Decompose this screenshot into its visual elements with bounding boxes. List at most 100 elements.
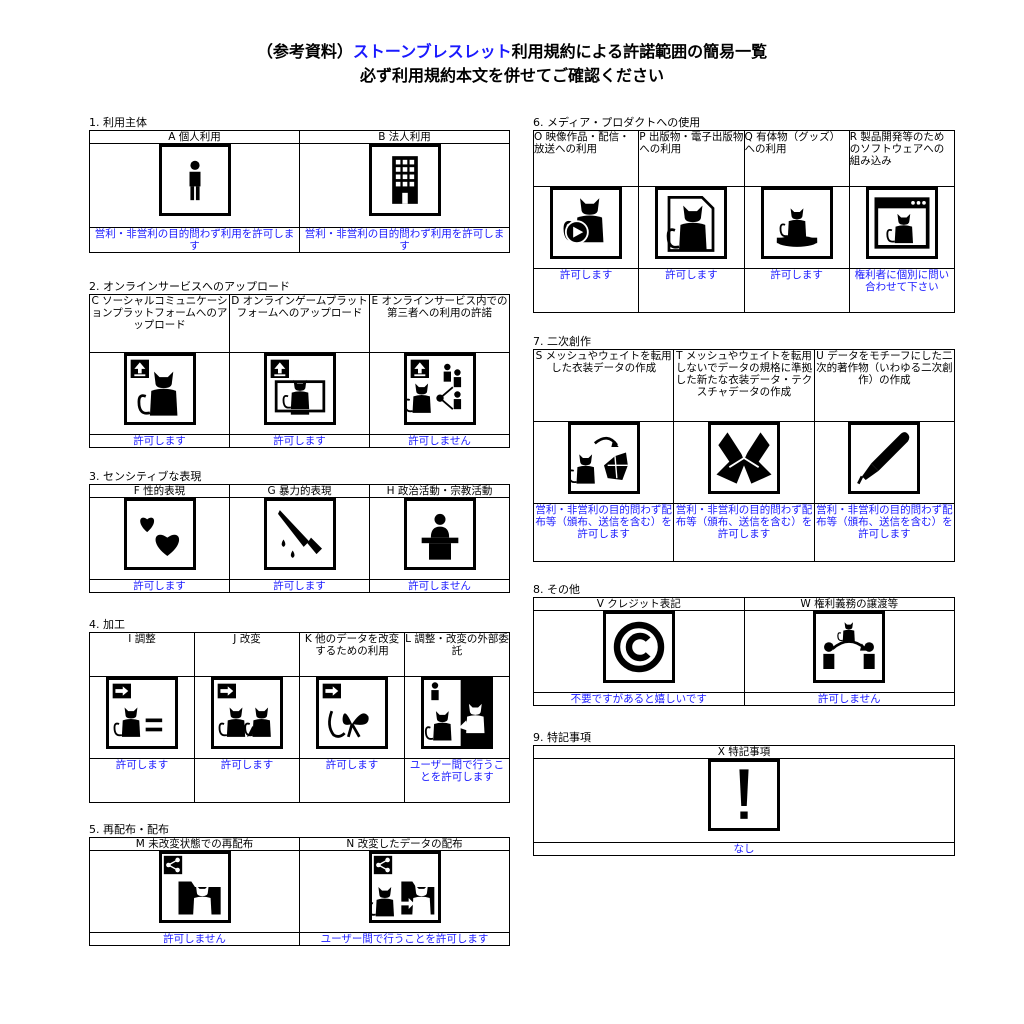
item-label: D オンラインゲームプラットフォームへのアップロード <box>229 294 370 353</box>
outfit-new-icon <box>707 422 780 494</box>
section-title: 3. センシティブな表現 <box>89 470 202 483</box>
publication-icon <box>655 187 728 259</box>
item-result: 許可します <box>743 268 850 313</box>
distribute-modified-icon <box>368 851 441 923</box>
item-label: L 調整・改変の外部委託 <box>404 632 510 677</box>
person-icon <box>158 144 231 216</box>
item-label: P 出版物・電子出版物への利用 <box>638 130 745 187</box>
permission-table: M 未改変状態での再配布 N 改変したデータの配布 許可しません ユーザー間で行… <box>89 837 510 946</box>
permission-table: V クレジット表記 W 権利義務の譲渡等 不要ですがあると嬉しいです 許可しませ… <box>533 597 955 706</box>
item-result: 営利・非営利の目的問わず配布等（頒布、送信を含む）を許可します <box>532 503 675 562</box>
item-result: 許可します <box>532 268 640 313</box>
item-label: B 法人利用 <box>299 130 510 144</box>
upload-avatar-icon <box>123 353 196 425</box>
knife-icon <box>263 498 336 570</box>
item-result: 許可します <box>89 579 230 593</box>
section-title: 6. メディア・プロダクトへの使用 <box>533 116 701 129</box>
software-icon <box>865 187 938 259</box>
item-label: U データをモチーフにした二次的著作物（いわゆる二次創作）の作成 <box>813 349 956 422</box>
outfit-convert-icon <box>567 422 640 494</box>
item-result: 許可します <box>229 434 370 448</box>
item-result: 許可しません <box>369 579 510 593</box>
pen-icon <box>848 422 921 494</box>
permission-table: O 映像作品・配信・放送への利用 P 出版物・電子出版物への利用 Q 有体物（グ… <box>532 130 956 313</box>
share-users-icon <box>403 353 476 425</box>
permission-table: I 調整 J 改変 K 他のデータを改変するための利用 L 調整・改変の外部委託… <box>89 632 510 803</box>
item-label: Q 有体物（グッズ）への利用 <box>743 130 850 187</box>
title-product-name: ストーンブレスレット <box>352 42 512 61</box>
upload-game-icon <box>263 353 336 425</box>
outsource-icon <box>421 677 493 749</box>
section-title: 2. オンラインサービスへのアップロード <box>89 280 290 293</box>
item-label: T メッシュやウェイトを転用しないでデータの規格に準拠した新たな衣装データ・テク… <box>673 349 815 422</box>
document-subtitle: 必ず利用規約本文を併せてご確認ください <box>359 66 664 85</box>
section-online-upload: 2. オンラインサービスへのアップロード C ソーシャルコミュニケーションプラッ… <box>89 280 510 448</box>
item-label: V クレジット表記 <box>533 597 745 611</box>
building-icon <box>368 144 441 216</box>
section-media-products: 6. メディア・プロダクトへの使用 O 映像作品・配信・放送への利用 P 出版物… <box>532 116 956 313</box>
adjust-icon <box>106 677 178 749</box>
item-result: 許可しません <box>743 692 955 706</box>
item-result: 許可します <box>194 758 300 803</box>
item-result: 許可します <box>89 758 195 803</box>
item-label: I 調整 <box>89 632 195 677</box>
item-result: ユーザー間で行うことを許可します <box>404 758 510 803</box>
section-sensitive-expression: 3. センシティブな表現 F 性的表現 G 暴力的表現 H 政治活動・宗教活動 … <box>89 470 510 593</box>
exclamation-icon <box>708 759 780 831</box>
item-result: 許可します <box>299 758 405 803</box>
redistribute-icon <box>158 851 231 923</box>
item-result: なし <box>533 842 955 856</box>
bow-icon <box>316 677 388 749</box>
modify-icon <box>211 677 283 749</box>
section-title: 9. 特記事項 <box>533 731 591 744</box>
section-title: 4. 加工 <box>89 618 125 631</box>
item-label: A 個人利用 <box>89 130 300 144</box>
permission-table: F 性的表現 G 暴力的表現 H 政治活動・宗教活動 許可します 許可します 許… <box>89 484 510 593</box>
item-result: 営利・非営利の目的問わず配布等（頒布、送信を含む）を許可します <box>673 503 815 562</box>
section-usage-subject: 1. 利用主体 A 個人利用 B 法人利用 営利・非営利の目的問わず利用を許可し… <box>89 116 510 253</box>
section-redistribution: 5. 再配布・配布 M 未改変状態での再配布 N 改変したデータの配布 許可しま… <box>89 823 510 946</box>
permission-table: A 個人利用 B 法人利用 営利・非営利の目的問わず利用を許可します 営利・非営… <box>89 130 510 253</box>
item-result: 許可します <box>229 579 370 593</box>
section-title: 1. 利用主体 <box>89 116 147 129</box>
figure-icon <box>760 187 833 259</box>
title-suffix: 利用規約による許諾範囲の簡易一覧 <box>511 42 768 61</box>
video-icon <box>550 187 623 259</box>
item-label: N 改変したデータの配布 <box>299 837 510 851</box>
hearts-icon <box>123 498 196 570</box>
section-special-notes: 9. 特記事項 X 特記事項 なし <box>533 731 955 856</box>
item-result: 営利・非営利の目的問わず配布等（頒布、送信を含む）を許可します <box>813 503 956 562</box>
section-title: 7. 二次創作 <box>533 335 591 348</box>
item-label: X 特記事項 <box>533 745 955 759</box>
item-result: 営利・非営利の目的問わず利用を許可します <box>299 227 510 253</box>
document-header: （参考資料）ストーンブレスレット利用規約による許諾範囲の簡易一覧 必ず利用規約本… <box>0 40 1024 88</box>
item-label: H 政治活動・宗教活動 <box>369 484 510 498</box>
item-label: K 他のデータを改変するための利用 <box>299 632 405 677</box>
item-label: C ソーシャルコミュニケーションプラットフォームへのアップロード <box>89 294 230 353</box>
item-label: M 未改変状態での再配布 <box>89 837 300 851</box>
section-processing: 4. 加工 I 調整 J 改変 K 他のデータを改変するための利用 L 調整・改… <box>89 618 510 803</box>
item-result: 許可します <box>638 268 745 313</box>
section-other: 8. その他 V クレジット表記 W 権利義務の譲渡等 不要ですがあると嬉しいで… <box>533 583 955 706</box>
transfer-icon <box>813 611 886 683</box>
title-prefix: （参考資料） <box>256 42 353 61</box>
item-result: 営利・非営利の目的問わず利用を許可します <box>89 227 300 253</box>
section-derivative-works: 7. 二次創作 S メッシュやウェイトを転用した衣装データの作成 T メッシュや… <box>532 335 956 562</box>
item-result: 許可します <box>89 434 230 448</box>
section-title: 8. その他 <box>533 583 580 596</box>
permission-table: C ソーシャルコミュニケーションプラットフォームへのアップロード D オンライン… <box>89 294 510 448</box>
item-label: J 改変 <box>194 632 300 677</box>
item-label: G 暴力的表現 <box>229 484 370 498</box>
item-label: E オンラインサービス内での第三者への利用の許諾 <box>369 294 510 353</box>
item-label: R 製品開発等のためのソフトウェアへの組み込み <box>848 130 956 187</box>
copyright-icon <box>602 611 675 683</box>
item-label: F 性的表現 <box>89 484 230 498</box>
item-label: S メッシュやウェイトを転用した衣装データの作成 <box>532 349 675 422</box>
item-result: 権利者に個別に問い合わせて下さい <box>848 268 956 313</box>
podium-icon <box>403 498 476 570</box>
permission-table: X 特記事項 なし <box>533 745 955 856</box>
item-label: O 映像作品・配信・放送への利用 <box>532 130 640 187</box>
section-title: 5. 再配布・配布 <box>89 823 169 836</box>
permission-table: S メッシュやウェイトを転用した衣装データの作成 T メッシュやウェイトを転用し… <box>532 349 956 562</box>
item-label: W 権利義務の譲渡等 <box>743 597 955 611</box>
